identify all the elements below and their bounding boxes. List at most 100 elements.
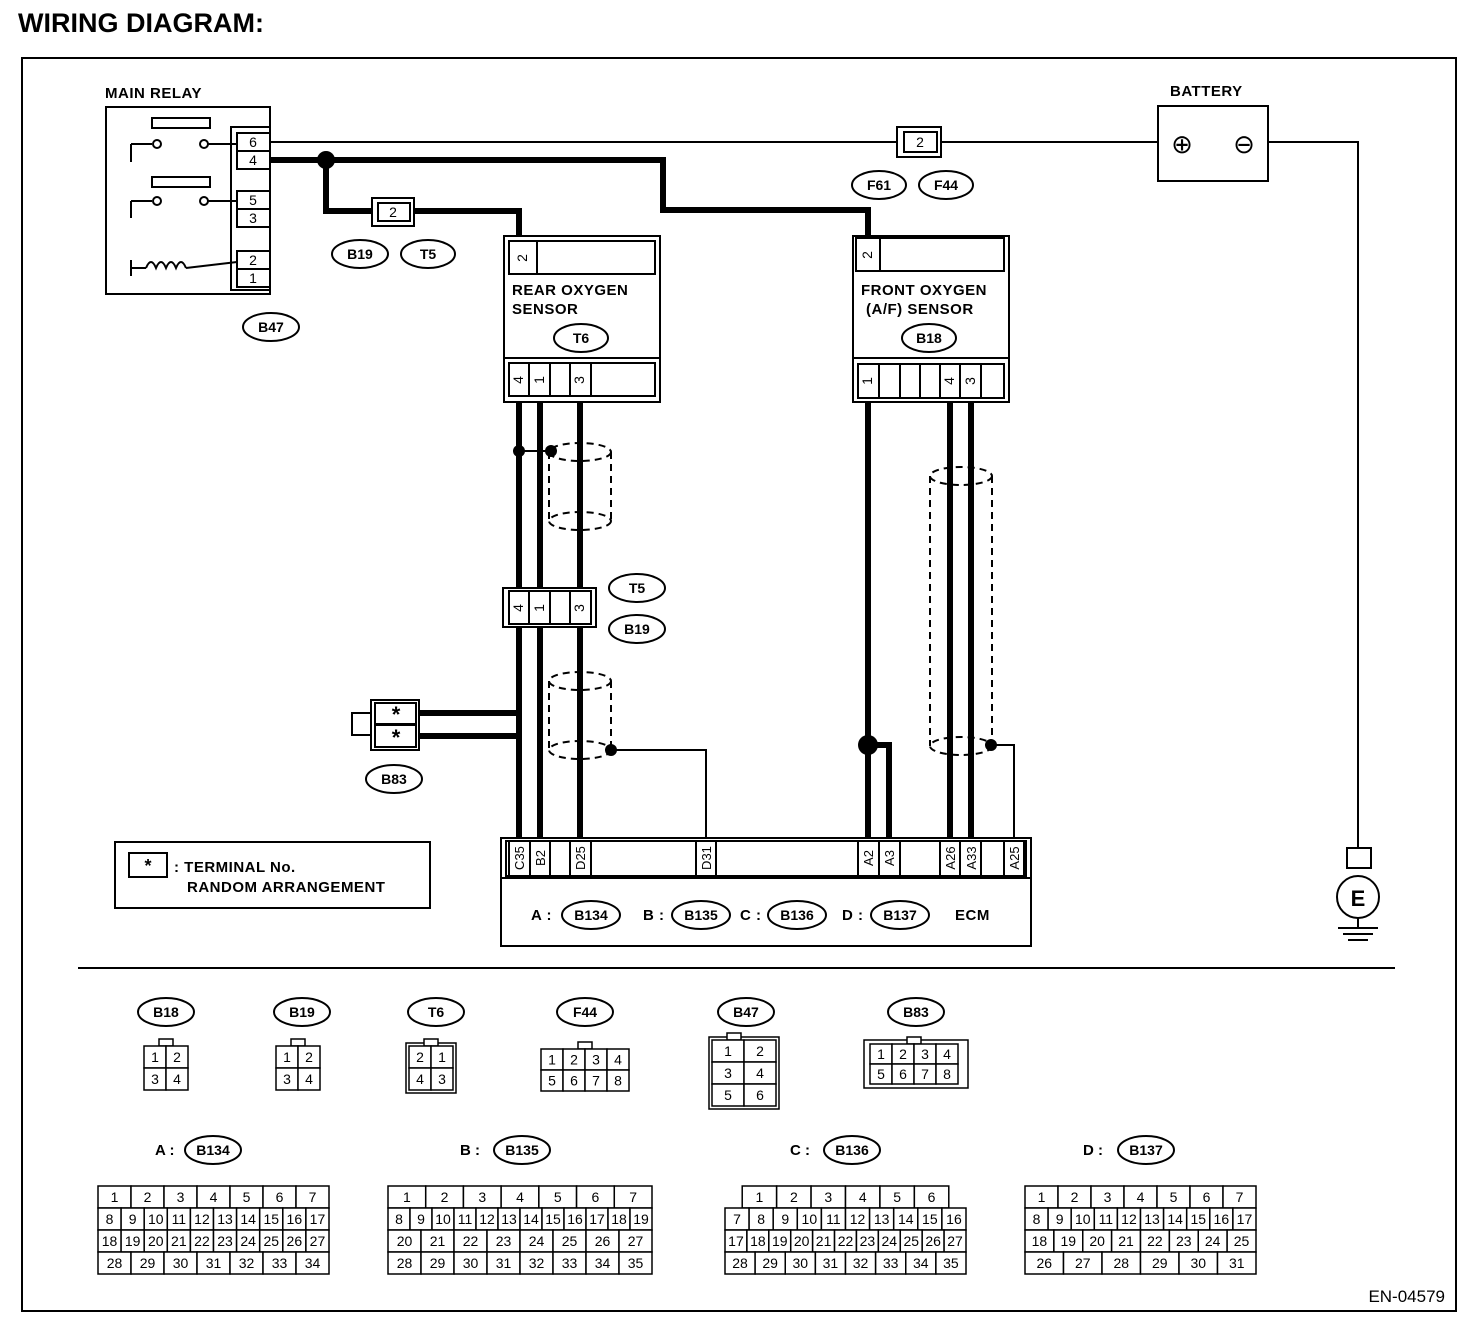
face-f44-oval: [556, 997, 614, 1027]
face-b47-6-cell: [743, 1083, 777, 1107]
face-b134-31-pin: 31: [206, 1255, 222, 1271]
wire-b19-rear-sensor: [414, 208, 522, 237]
face-b136-6-pin: 6: [928, 1189, 936, 1205]
face-b83-4-pin: 4: [943, 1046, 951, 1062]
ecm-prefix-d: D :: [842, 907, 864, 924]
ground-symbol: E: [1336, 847, 1380, 941]
face-b136-4-pin: 4: [859, 1189, 867, 1205]
face-b136-5-pin: 5: [893, 1189, 901, 1205]
face-b136-26-pin: 26: [925, 1233, 941, 1249]
face-b135-27-pin: 27: [628, 1233, 644, 1249]
battery-plus-icon: ⊕: [1171, 129, 1193, 159]
connector-b83-label: B83: [381, 771, 407, 787]
face-b134-13-pin: 13: [217, 1211, 233, 1227]
ecm-terminal-a2: A2: [861, 850, 876, 866]
rear-top-pin-2: 2: [514, 254, 530, 262]
face-b134-27-pin: 27: [310, 1233, 326, 1249]
front-bottom-pin-1: 1: [859, 377, 875, 385]
face-f44-1-pin: 1: [548, 1052, 556, 1068]
face-b135-35-pin: 35: [628, 1255, 644, 1271]
face-b19-4-cell: [297, 1067, 321, 1091]
face-b136-22-pin: 22: [838, 1233, 854, 1249]
face-b83-7-pin: 7: [921, 1066, 929, 1082]
face-b136-16-pin: 16: [946, 1211, 962, 1227]
face-b137-17-pin: 17: [1237, 1211, 1253, 1227]
battery-label: BATTERY: [1170, 83, 1243, 100]
front-oxygen-sensor: 2 FRONT OXYGEN (A/F) SENSOR B18 1 4 3: [852, 235, 1010, 403]
wires: [270, 141, 1359, 848]
face-b136-33-pin: 33: [883, 1255, 899, 1271]
face-b136-oval: [823, 1135, 881, 1165]
ecm-terminal-d31: D31: [699, 846, 714, 870]
face-b137-14-pin: 14: [1167, 1211, 1183, 1227]
page-title: WIRING DIAGRAM:: [18, 8, 264, 38]
face-b135-18-pin: 18: [611, 1211, 627, 1227]
ecm-terminal-b2: B2: [533, 850, 548, 866]
connector-t5-label: T5: [420, 246, 437, 262]
face-b134-3-pin: 3: [177, 1189, 185, 1205]
legend-line-1: : TERMINAL No.: [174, 859, 296, 876]
face-b135-7-pin: 7: [629, 1189, 637, 1205]
connector-f44-label: F44: [934, 177, 958, 193]
face-b47-5-pin: 5: [724, 1087, 732, 1103]
t5-pin-1: 1: [531, 604, 547, 612]
ecm-connector-b137: B137: [883, 907, 917, 923]
face-b135-11-pin: 11: [458, 1211, 473, 1227]
face-b136-30-pin: 30: [793, 1255, 809, 1271]
face-b135-22-pin: 22: [463, 1233, 479, 1249]
face-b135-12-pin: 12: [479, 1211, 495, 1227]
face-b136-2-pin: 2: [790, 1189, 798, 1205]
face-b134-23-pin: 23: [217, 1233, 233, 1249]
face-f44-5-pin: 5: [548, 1073, 556, 1089]
face-b134-34-cell: [295, 1251, 330, 1275]
connector-t6-label: T6: [573, 330, 590, 346]
wire-relay4-b19: [323, 160, 372, 214]
face-b19-3-pin: 3: [283, 1071, 291, 1087]
face-f44-8-pin: 8: [614, 1073, 622, 1089]
wire-front-1-a3: [868, 742, 892, 838]
relay-pin-4: 4: [249, 152, 257, 168]
face-b136-9-pin: 9: [781, 1211, 789, 1227]
face-b135-34-pin: 34: [595, 1255, 611, 1271]
face-b134-32-pin: 32: [239, 1255, 255, 1271]
t5-pin-3: 3: [571, 604, 587, 612]
face-b134-28-pin: 28: [107, 1255, 123, 1271]
face-f44-3-pin: 3: [592, 1052, 600, 1068]
face-b135-32-pin: 32: [529, 1255, 545, 1271]
face-b136-14-pin: 14: [898, 1211, 914, 1227]
face-b136-13-pin: 13: [874, 1211, 890, 1227]
face-b18-4-cell: [165, 1067, 189, 1091]
face-b136-31-pin: 31: [823, 1255, 839, 1271]
face-b137-22-pin: 22: [1147, 1233, 1163, 1249]
b83-pin-top: *: [392, 702, 401, 727]
ecm-terminal-cells: [508, 840, 1025, 877]
splice-dot-relay: [317, 151, 335, 169]
face-b47-6-pin: 6: [756, 1087, 764, 1103]
face-b134-15-pin: 15: [263, 1211, 279, 1227]
face-b134-30-pin: 30: [173, 1255, 189, 1271]
face-b135-19-pin: 19: [633, 1211, 649, 1227]
face-b83-1-pin: 1: [877, 1046, 885, 1062]
face-b18-2-pin: 2: [173, 1049, 181, 1065]
face-b137-23-pin: 23: [1176, 1233, 1192, 1249]
face-b47-3-pin: 3: [724, 1065, 732, 1081]
front-top-pin-2: 2: [859, 251, 875, 259]
face-b137-28-pin: 28: [1113, 1255, 1129, 1271]
connector-b19-label: B19: [347, 246, 373, 262]
face-b135-10-pin: 10: [435, 1211, 451, 1227]
face-b135-6-pin: 6: [592, 1189, 600, 1205]
face-b134-6-pin: 6: [276, 1189, 284, 1205]
face-b135-5-pin: 5: [554, 1189, 562, 1205]
connector-t5-label-2: T5: [629, 580, 646, 596]
ecm-prefix-a: A :: [531, 907, 552, 924]
face-b135-30-pin: 30: [463, 1255, 479, 1271]
rear-sensor-label-2: SENSOR: [512, 301, 578, 318]
face-b134-18-pin: 18: [102, 1233, 118, 1249]
wire-shield-a25: [991, 744, 1015, 838]
wire-relay4-front-sensor: [270, 157, 871, 237]
face-b134-26-pin: 26: [287, 1233, 303, 1249]
relay-pin-3: 3: [249, 210, 257, 226]
front-sensor-label-1: FRONT OXYGEN: [861, 282, 987, 299]
face-b134-10-pin: 10: [148, 1211, 164, 1227]
face-b137-6-pin: 6: [1203, 1189, 1211, 1205]
